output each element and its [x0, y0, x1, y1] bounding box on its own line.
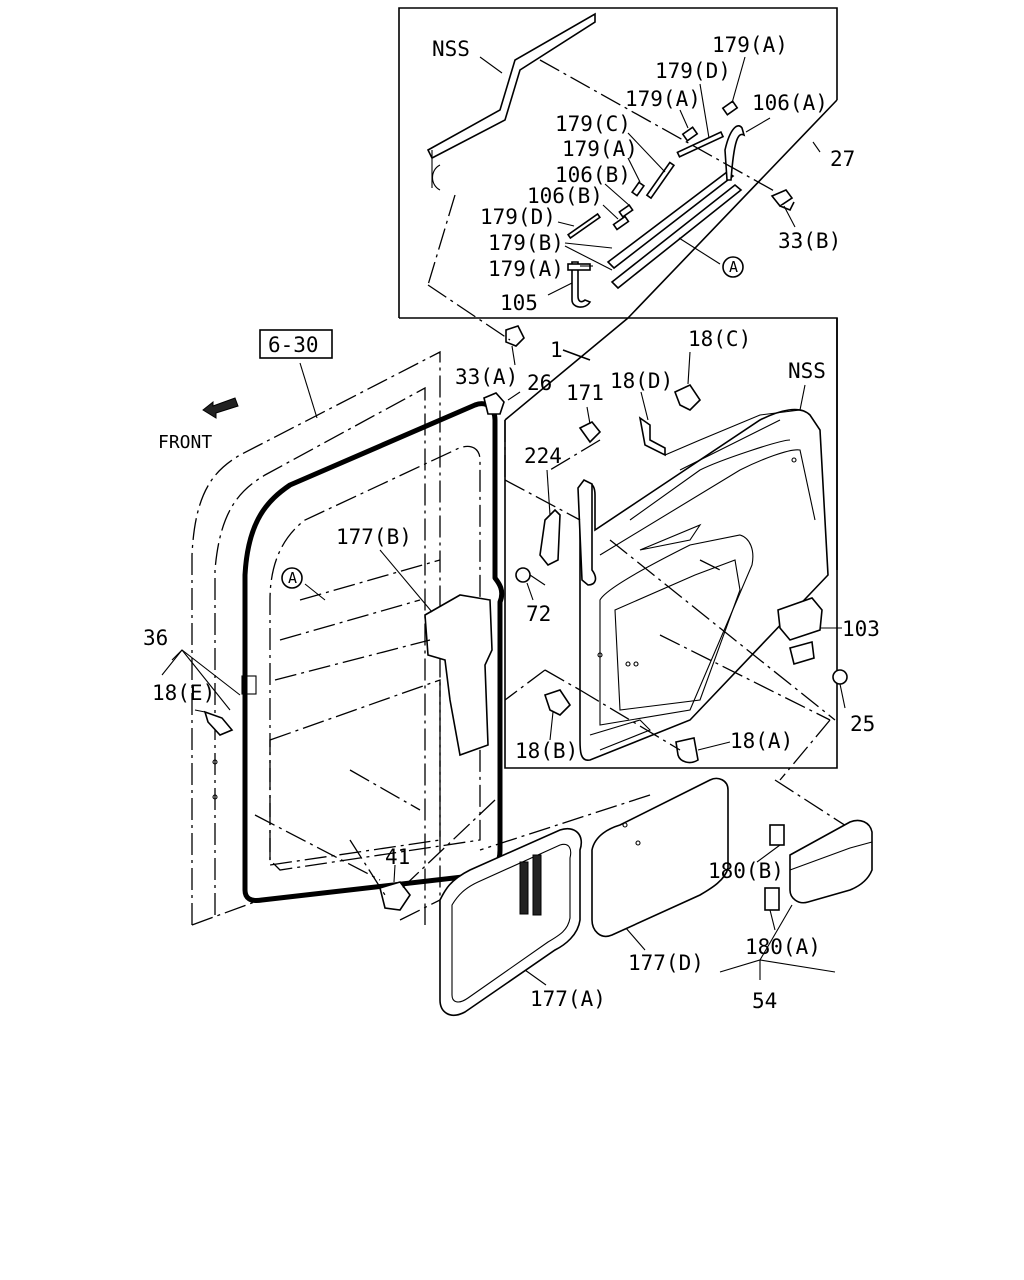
label-103: 103 [842, 617, 880, 641]
label-177b: 177(B) [336, 525, 412, 549]
label-circle-a-2: A [288, 569, 297, 587]
labels: NSS 179(A) 179(D) 179(A) 106(A) 179(C) 2… [143, 33, 880, 1013]
label-179c: 179(C) [555, 112, 631, 136]
front-arrow-icon [202, 397, 239, 419]
label-1: 1 [550, 338, 563, 362]
top-inset-box [398, 7, 838, 319]
label-179b: 179(B) [488, 231, 564, 255]
label-18b: 18(B) [515, 739, 578, 763]
label-180a: 180(A) [745, 935, 821, 959]
label-105: 105 [500, 291, 538, 315]
strip-179b-2 [610, 183, 743, 290]
label-106b-2: 106(B) [527, 184, 603, 208]
door-trim-panel [203, 317, 848, 911]
label-41: 41 [385, 845, 410, 869]
label-18d: 18(D) [610, 369, 673, 393]
pad-179a-1 [721, 100, 739, 116]
clip-18c [673, 383, 702, 411]
clip-33b [770, 189, 794, 208]
bracket-18d [638, 416, 666, 457]
label-179d-1: 179(D) [655, 59, 731, 83]
circle-a-marker-2 [281, 567, 303, 589]
strip-179d-1 [676, 130, 725, 158]
clip-33a [505, 325, 525, 347]
label-54: 54 [752, 989, 777, 1013]
label-179a-4: 179(A) [488, 257, 564, 281]
door-frame [191, 350, 505, 926]
pad-179a-2 [681, 126, 699, 142]
clip-26 [483, 392, 505, 415]
label-179d-2: 179(D) [480, 205, 556, 229]
label-177d: 177(D) [628, 951, 704, 975]
label-33a: 33(A) [455, 365, 518, 389]
circle-a-marker-1 [722, 256, 744, 278]
connection-lines [161, 194, 861, 986]
label-180b: 180(B) [708, 859, 784, 883]
strip-179c [645, 161, 676, 200]
screw-25 [832, 669, 848, 685]
label-27: 27 [830, 147, 855, 171]
label-nss-right: NSS [788, 359, 826, 383]
pad-180b [769, 824, 785, 846]
label-18c: 18(C) [688, 327, 751, 351]
clip-41 [379, 881, 411, 911]
pad-106b-2 [612, 215, 630, 231]
strip-179b [606, 171, 735, 270]
bracket-224 [539, 508, 561, 567]
label-18e: 18(E) [152, 681, 215, 705]
bracket-105 [571, 261, 592, 308]
lower-parts [439, 777, 873, 1016]
ref-box-6-30 [259, 329, 333, 359]
label-25: 25 [850, 712, 875, 736]
label-36: 36 [143, 626, 168, 650]
pad-106b-1 [618, 203, 634, 219]
label-179a-3: 179(A) [562, 137, 638, 161]
label-72: 72 [526, 602, 551, 626]
label-179a-2: 179(A) [625, 87, 701, 111]
panel-177b [424, 594, 493, 757]
strip-179d-2 [566, 212, 602, 240]
clip-18e [203, 710, 234, 736]
label-26: 26 [527, 371, 552, 395]
switch-103 [777, 597, 823, 641]
label-circle-a-1: A [729, 258, 738, 276]
box-54 [789, 819, 873, 904]
label-224: 224 [524, 444, 562, 468]
panel-177d [591, 777, 729, 938]
label-179a-1: 179(A) [712, 33, 788, 57]
part-171 [578, 420, 602, 444]
nss-strip-top [426, 12, 596, 160]
label-33b: 33(B) [778, 229, 841, 253]
label-nss-top: NSS [432, 37, 470, 61]
pad-179a-3 [630, 181, 646, 197]
label-106a: 106(A) [752, 91, 828, 115]
label-177a: 177(A) [530, 987, 606, 1011]
label-ref-6-30: 6-30 [268, 333, 319, 357]
pad-180a [764, 887, 780, 911]
screw-72 [515, 567, 531, 583]
seal-177b [242, 401, 505, 903]
plug-18a [675, 737, 699, 764]
label-18a: 18(A) [730, 729, 793, 753]
label-front: FRONT [158, 432, 212, 453]
clip-18b [543, 689, 572, 716]
seal-177a [439, 828, 582, 1016]
label-171: 171 [566, 381, 604, 405]
label-106b-1: 106(B) [555, 163, 631, 187]
